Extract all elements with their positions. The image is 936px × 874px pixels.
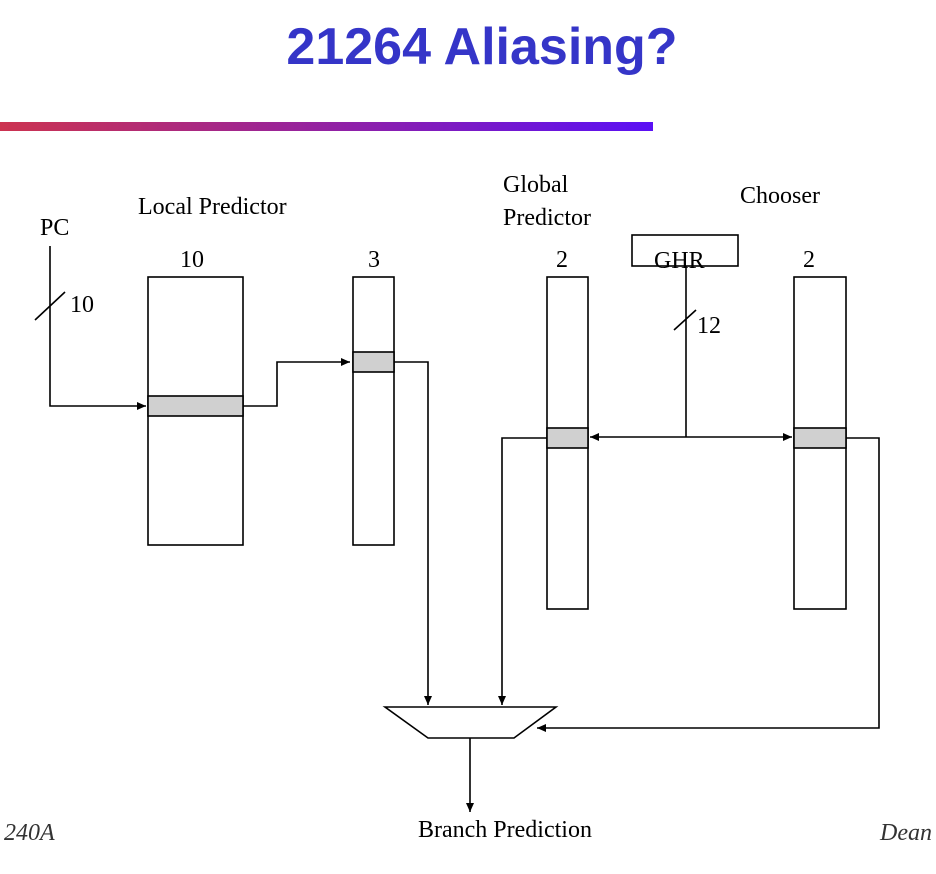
global-predictor-entry: [546, 427, 589, 449]
footer-course: 240A: [4, 820, 55, 846]
local-history-entry: [147, 395, 244, 417]
bus-width-slash: [34, 291, 66, 321]
chooser-label: Chooser: [740, 183, 820, 209]
slide-title: 21264 Aliasing?: [286, 18, 677, 76]
ghr-label: GHR: [654, 248, 705, 274]
chooser-entry: [793, 427, 847, 449]
ghr-register: [631, 234, 739, 267]
title-underline-bar: [0, 122, 653, 131]
pc-label: PC: [40, 215, 69, 241]
chooser-bits-label: 2: [803, 247, 815, 273]
global-predictor-label-line2: Predictor: [503, 205, 591, 231]
local-predictor-label: Local Predictor: [138, 194, 287, 220]
branch-prediction-label: Branch Prediction: [418, 817, 592, 843]
chooser-to-mux-arrow: [537, 437, 880, 732]
local-to-mux-arrow: [394, 361, 432, 705]
global-to-mux-arrow: [498, 437, 547, 705]
local-counter-table: [352, 276, 395, 546]
footer-author: Dean: [879, 820, 932, 846]
global-predictor-label-line1: Global: [503, 172, 569, 198]
local-table-bits-label: 10: [180, 247, 204, 273]
local-counter-entry: [352, 351, 395, 373]
pc-to-local-arrow: [49, 246, 146, 410]
global-bits-label: 2: [556, 247, 568, 273]
local-history-to-counter-arrow: [243, 358, 350, 407]
pc-bits-label: 10: [70, 292, 94, 318]
mux: [382, 706, 559, 739]
ghr-bus-width-slash: [673, 309, 697, 331]
ghr-bits-label: 12: [697, 313, 721, 339]
local-counter-bits-label: 3: [368, 247, 380, 273]
